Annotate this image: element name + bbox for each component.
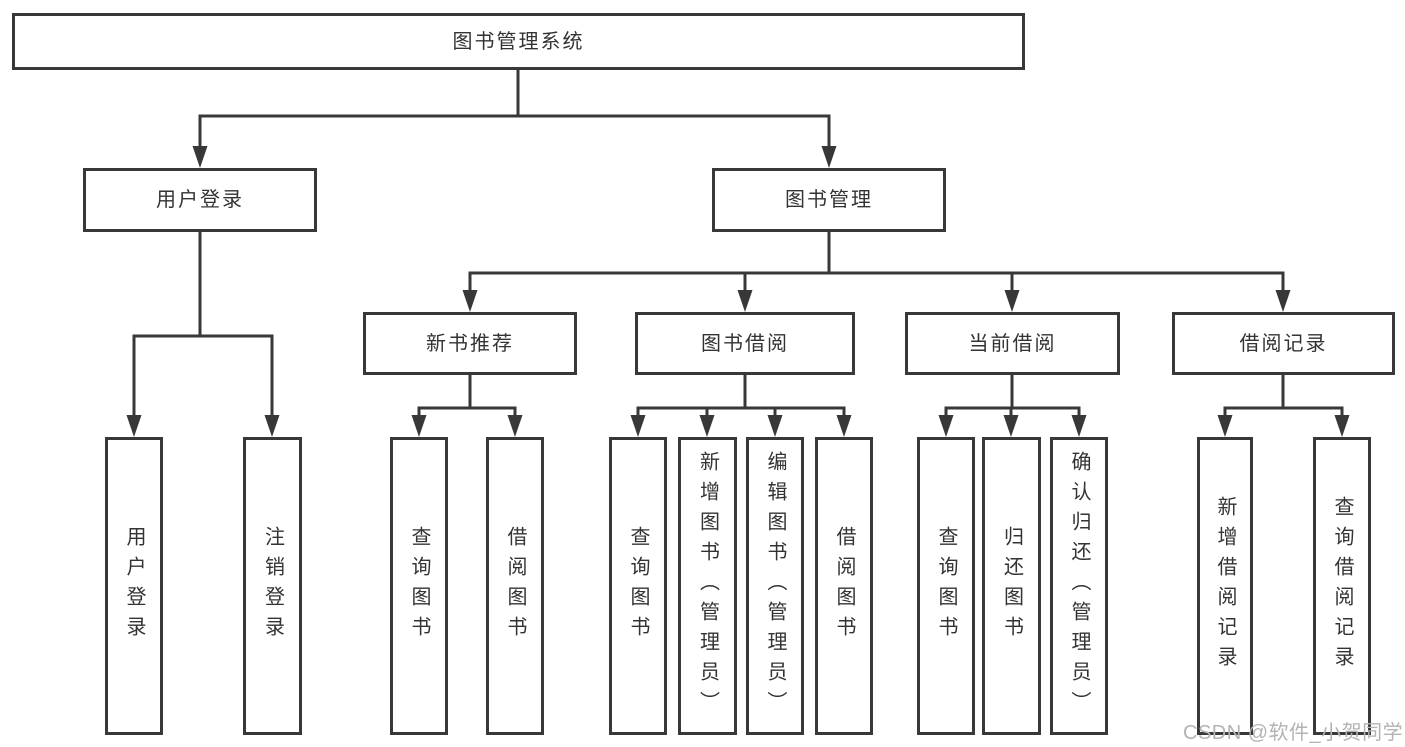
node-v-logout: 注销登录 [243, 437, 302, 735]
arrowhead-icon [411, 415, 427, 437]
arrowhead-icon [836, 415, 852, 437]
node-book-mgmt: 图书管理 [712, 168, 946, 232]
node-user-login: 用户登录 [83, 168, 317, 232]
node-v-add-record: 新增借阅记录 [1197, 437, 1253, 735]
node-label: 当前借阅 [968, 332, 1057, 355]
arrowhead-icon [1003, 415, 1019, 437]
node-label: 归还图书 [1000, 526, 1023, 646]
node-v-add-book: 新增图书（管理员） [678, 437, 737, 735]
node-v-borrow-book-2: 借阅图书 [815, 437, 873, 735]
arrowhead-icon [1004, 290, 1020, 312]
arrowhead-icon [938, 415, 954, 437]
node-v-borrow-book-1: 借阅图书 [486, 437, 544, 735]
node-label: 编辑图书（管理员） [764, 451, 786, 721]
node-v-query-book-3: 查询图书 [917, 437, 975, 735]
node-label: 注销登录 [261, 526, 284, 646]
arrowhead-icon [821, 146, 837, 168]
node-v-query-book-2: 查询图书 [609, 437, 667, 735]
node-label: 查询图书 [408, 526, 430, 646]
node-label: 新书推荐 [426, 332, 514, 355]
arrowhead-icon [507, 415, 523, 437]
node-v-user-login: 用户登录 [105, 437, 163, 735]
node-label: 查询借阅记录 [1331, 496, 1353, 676]
watermark: CSDN @软件_小贺同学 [1183, 722, 1404, 744]
node-v-edit-book: 编辑图书（管理员） [746, 437, 804, 735]
node-label: 图书借阅 [701, 332, 789, 355]
arrowhead-icon [462, 290, 478, 312]
arrowhead-icon [192, 146, 208, 168]
node-label: 确认归还（管理员） [1068, 451, 1090, 721]
node-book-borrow: 图书借阅 [635, 312, 855, 375]
node-root: 图书管理系统 [12, 13, 1025, 70]
node-label: 图书管理 [785, 189, 873, 211]
node-label: 借阅图书 [833, 526, 855, 646]
arrowhead-icon [1275, 290, 1291, 312]
arrowhead-icon [630, 415, 646, 437]
arrowhead-icon [264, 415, 280, 437]
node-current-borrow: 当前借阅 [905, 312, 1120, 375]
arrowhead-icon [1217, 415, 1233, 437]
node-label: 用户登录 [123, 526, 145, 646]
arrowhead-icon [767, 415, 783, 437]
node-v-query-record: 查询借阅记录 [1313, 437, 1371, 735]
arrowhead-icon [126, 415, 142, 437]
node-label: 新增借阅记录 [1214, 496, 1236, 676]
arrowhead-icon [699, 415, 715, 437]
node-label: 图书管理系统 [452, 30, 585, 53]
node-label: 查询图书 [935, 526, 957, 646]
node-label: 借阅记录 [1239, 332, 1328, 355]
arrowhead-icon [1334, 415, 1350, 437]
node-borrow-record: 借阅记录 [1172, 312, 1395, 375]
node-new-book-rec: 新书推荐 [363, 312, 577, 375]
node-v-confirm-return: 确认归还（管理员） [1050, 437, 1108, 735]
arrowhead-icon [737, 290, 753, 312]
node-v-return-book: 归还图书 [982, 437, 1041, 735]
node-label: 查询图书 [627, 526, 649, 646]
node-v-query-book-1: 查询图书 [390, 437, 448, 735]
node-label: 借阅图书 [504, 526, 526, 646]
arrowhead-icon [1071, 415, 1087, 437]
node-label: 用户登录 [156, 189, 244, 211]
node-label: 新增图书（管理员） [696, 451, 719, 721]
